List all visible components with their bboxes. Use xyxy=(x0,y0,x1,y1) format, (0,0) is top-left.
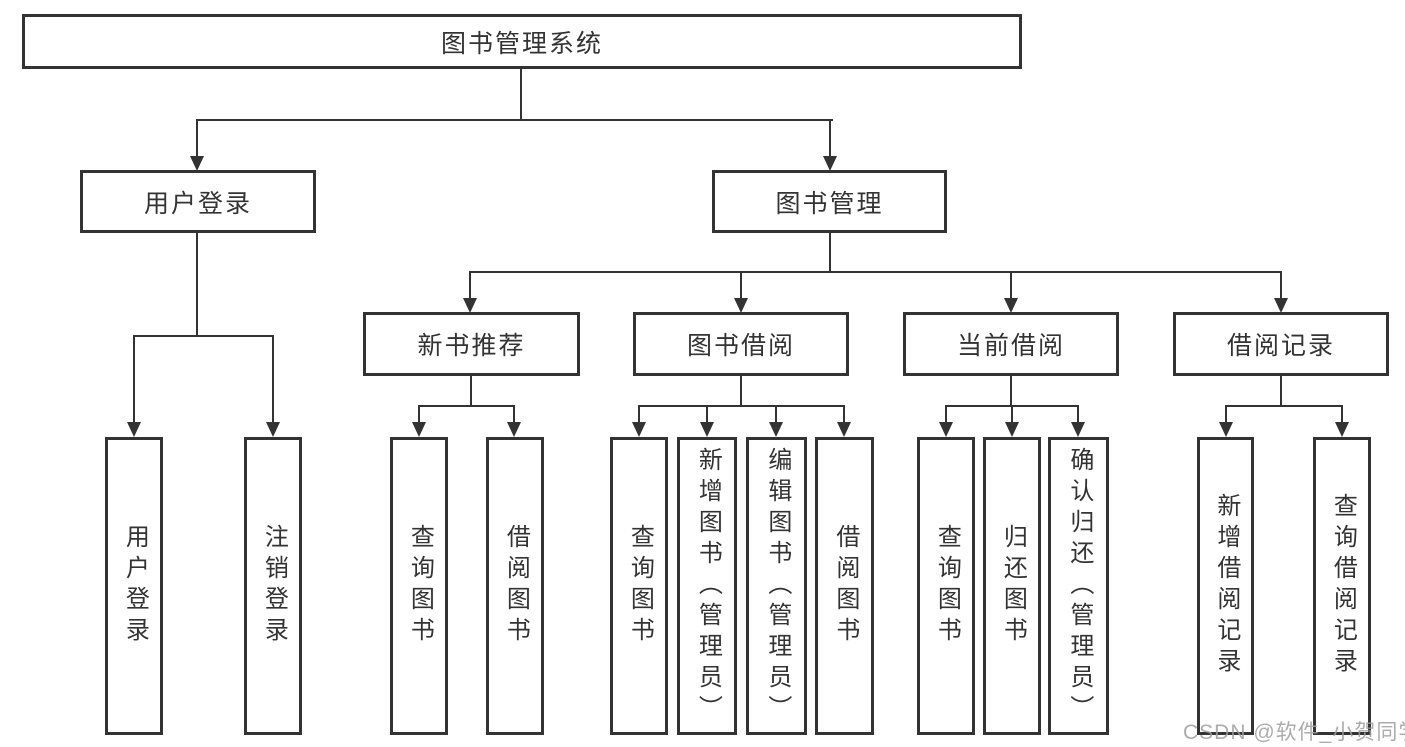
node-root-label: 图书管理系统 xyxy=(440,29,603,58)
node-book-borrow: 图书借阅 xyxy=(633,312,849,376)
leaf-logout-label: 注销登录 xyxy=(260,524,288,648)
leaf-user-login-label: 用户登录 xyxy=(121,524,149,648)
leaf-edit-books-admin: 编辑图书（管理员） xyxy=(746,437,807,735)
leaf-query-books-recommend-label: 查询图书 xyxy=(406,524,434,648)
leaf-return-books-label: 归还图书 xyxy=(999,524,1027,648)
leaf-query-borrow-record: 查询借阅记录 xyxy=(1313,437,1371,735)
node-borrow-records: 借阅记录 xyxy=(1173,312,1389,376)
node-book-management-label: 图书管理 xyxy=(775,189,884,218)
leaf-add-borrow-record: 新增借阅记录 xyxy=(1197,437,1254,735)
leaf-logout: 注销登录 xyxy=(244,437,302,735)
node-borrow-records-label: 借阅记录 xyxy=(1226,332,1335,360)
node-current-borrow-label: 当前借阅 xyxy=(956,332,1065,360)
leaf-query-books-borrow-label: 查询图书 xyxy=(626,524,654,648)
leaf-query-books-borrow: 查询图书 xyxy=(610,437,668,735)
node-book-management: 图书管理 xyxy=(712,170,947,233)
leaf-query-books-current-label: 查询图书 xyxy=(933,524,961,648)
leaf-confirm-return-admin: 确认归还（管理员） xyxy=(1048,437,1109,735)
node-root: 图书管理系统 xyxy=(22,14,1022,69)
leaf-user-login: 用户登录 xyxy=(105,437,163,735)
leaf-query-books-recommend: 查询图书 xyxy=(390,437,448,735)
leaf-return-books: 归还图书 xyxy=(983,437,1041,735)
node-user-login: 用户登录 xyxy=(80,170,316,233)
csdn-watermark: CSDN @软件_小贺同学 xyxy=(1183,721,1405,744)
leaf-add-borrow-record-label: 新增借阅记录 xyxy=(1212,493,1240,679)
leaf-borrow-books-recommend-label: 借阅图书 xyxy=(502,524,530,648)
leaf-borrow-books: 借阅图书 xyxy=(815,437,874,735)
leaf-confirm-return-admin-label: 确认归还（管理员） xyxy=(1065,446,1093,726)
node-new-book-recommend: 新书推荐 xyxy=(363,312,580,376)
leaf-borrow-books-recommend: 借阅图书 xyxy=(486,437,544,735)
leaf-add-books-admin: 新增图书（管理员） xyxy=(677,437,737,735)
leaf-query-borrow-record-label: 查询借阅记录 xyxy=(1329,493,1357,679)
leaf-edit-books-admin-label: 编辑图书（管理员） xyxy=(763,446,791,726)
leaf-borrow-books-label: 借阅图书 xyxy=(831,524,859,648)
leaf-add-books-admin-label: 新增图书（管理员） xyxy=(694,446,722,726)
node-current-borrow: 当前借阅 xyxy=(903,312,1119,376)
leaf-query-books-current: 查询图书 xyxy=(917,437,975,735)
node-book-borrow-label: 图书借阅 xyxy=(686,332,795,360)
node-new-book-recommend-label: 新书推荐 xyxy=(417,332,526,360)
node-user-login-label: 用户登录 xyxy=(143,189,252,218)
